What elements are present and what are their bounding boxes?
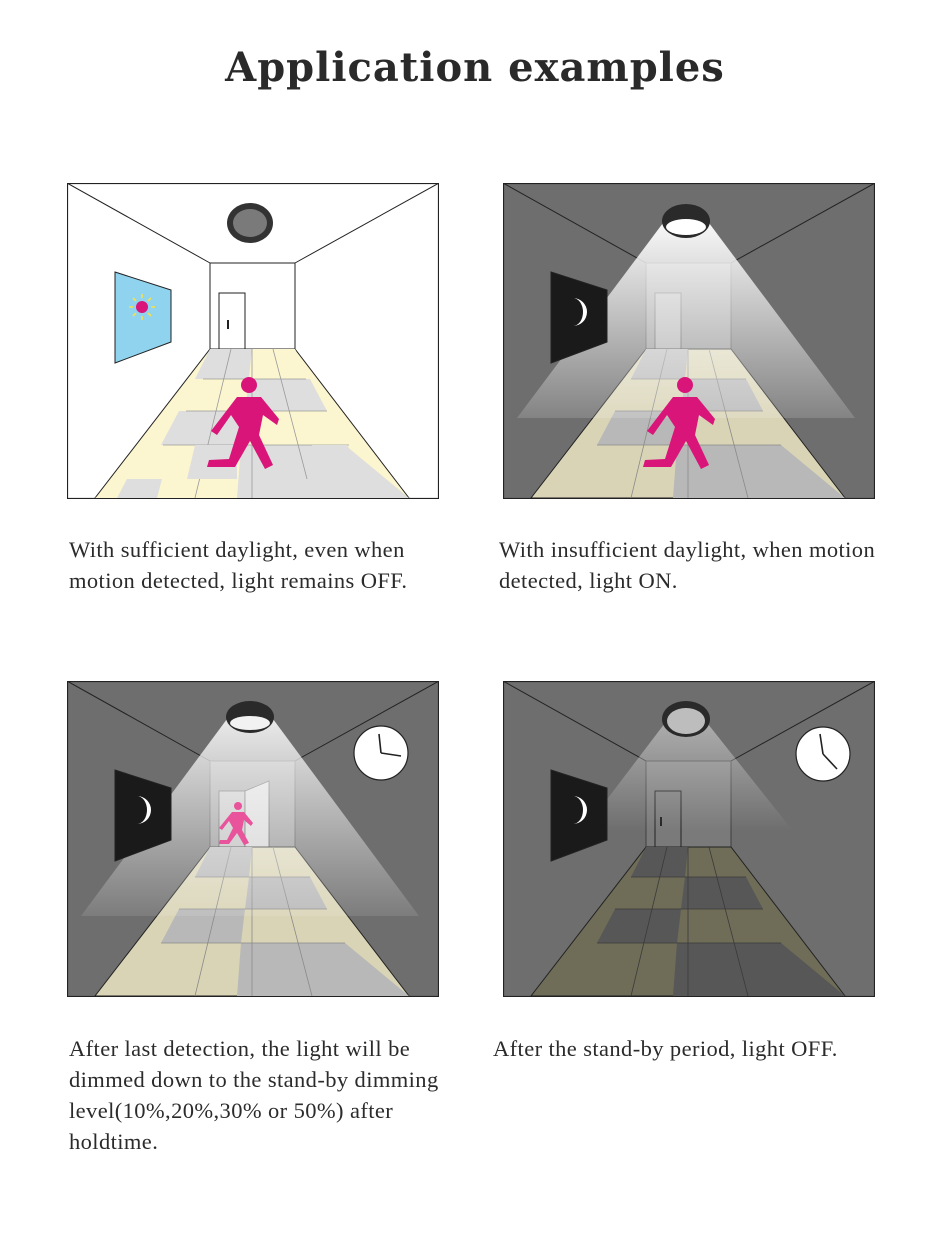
panel-standby-off <box>503 681 875 997</box>
moon-icon <box>137 796 151 824</box>
window-night <box>550 271 608 364</box>
caption-night-motion: With insufficient daylight, when motion … <box>499 537 876 593</box>
ceiling-lamp-off-icon <box>667 708 705 734</box>
panel-daylight-motion <box>67 183 439 499</box>
caption-daylight-motion: With sufficient daylight, even when moti… <box>69 537 408 593</box>
walking-person-icon <box>643 377 715 469</box>
leaving-person-icon <box>219 802 253 845</box>
caption-after-detection: After last detection, the light will be … <box>69 1036 439 1154</box>
panel-night-motion <box>503 183 875 499</box>
window-night <box>550 769 608 862</box>
moon-icon <box>573 796 587 824</box>
room-illustration-night-on <box>503 183 875 499</box>
window-night <box>114 769 172 862</box>
room-illustration-dimmed <box>67 681 439 997</box>
page-title: Application examples <box>225 44 725 91</box>
light-beam <box>517 223 855 418</box>
moon-icon <box>573 298 587 326</box>
window-day <box>114 271 172 364</box>
ceiling-lamp-on-icon <box>666 219 706 235</box>
door <box>218 292 246 350</box>
light-beam <box>81 719 419 916</box>
ceiling-lamp-dimmed-icon <box>230 716 270 730</box>
room-illustration-night-off <box>503 681 875 997</box>
clock-icon <box>795 726 851 782</box>
faint-light-beam <box>583 719 793 831</box>
panel-after-detection <box>67 681 439 997</box>
caption-standby-off: After the stand-by period, light OFF. <box>493 1036 838 1061</box>
checkered-floor <box>529 846 847 997</box>
walking-person-icon <box>207 377 279 469</box>
room-illustration-day <box>67 183 439 499</box>
clock-icon <box>353 725 409 781</box>
sun-icon <box>129 294 155 320</box>
